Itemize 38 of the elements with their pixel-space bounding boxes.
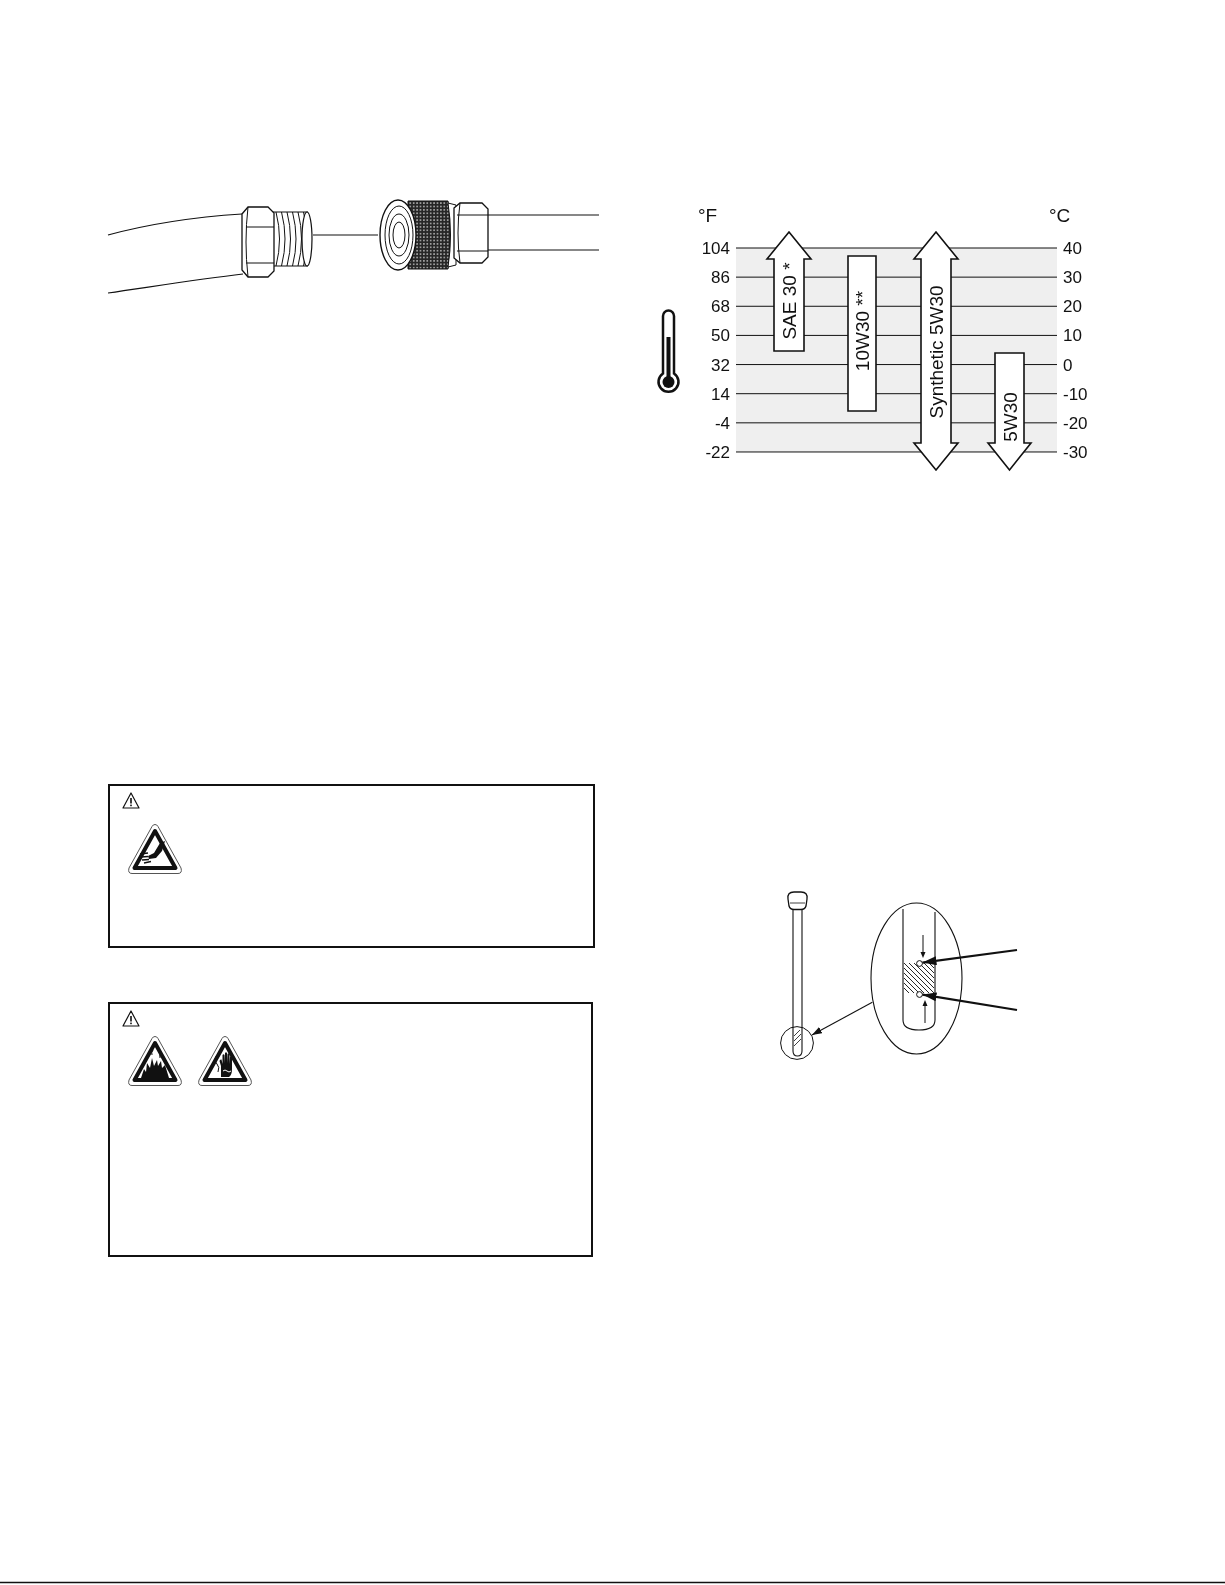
leader-arrow xyxy=(922,948,1018,966)
tick-label: -10 xyxy=(1063,385,1088,403)
tick-label: 14 xyxy=(711,385,730,403)
range-marker xyxy=(987,352,1032,471)
tick-label: -30 xyxy=(1063,443,1088,461)
tick-label: 10 xyxy=(1063,326,1082,344)
magnified-view xyxy=(870,902,963,1055)
tick-label: 86 xyxy=(711,268,730,286)
pointer-arrow xyxy=(811,1001,873,1036)
range-marker xyxy=(766,231,812,352)
tick-label: 30 xyxy=(1063,268,1082,286)
unit-label: °C xyxy=(1049,205,1071,225)
hose-fitting-drawing xyxy=(105,203,313,297)
detail-circle xyxy=(780,1026,814,1060)
grade-label: 10W30 ** xyxy=(852,290,872,372)
tick-label: 68 xyxy=(711,297,730,315)
tick-label: 104 xyxy=(701,239,730,257)
tick-label: 32 xyxy=(711,356,730,374)
connector-line xyxy=(312,234,379,236)
grade-label: 5W30 xyxy=(1000,392,1019,442)
range-bar xyxy=(847,255,877,412)
grade-label: Synthetic 5W30 xyxy=(926,285,946,419)
mark-dot xyxy=(915,990,923,998)
tick-label: 40 xyxy=(1063,239,1082,257)
warning-panel xyxy=(108,784,595,948)
tick-label: -20 xyxy=(1063,414,1088,432)
tick-label: -4 xyxy=(714,414,730,432)
mark-dot xyxy=(915,959,923,967)
tick-label: 20 xyxy=(1063,297,1082,315)
warning-panel xyxy=(108,1002,593,1257)
tick-label: 0 xyxy=(1063,356,1073,374)
tick-label: -22 xyxy=(705,443,730,461)
range-marker xyxy=(913,231,959,471)
tick-label: 50 xyxy=(711,326,730,344)
quick-coupler-drawing xyxy=(378,198,599,272)
unit-label: °F xyxy=(698,205,718,225)
grade-label: SAE 30 * xyxy=(779,262,799,340)
leader-arrow xyxy=(922,991,1018,1012)
